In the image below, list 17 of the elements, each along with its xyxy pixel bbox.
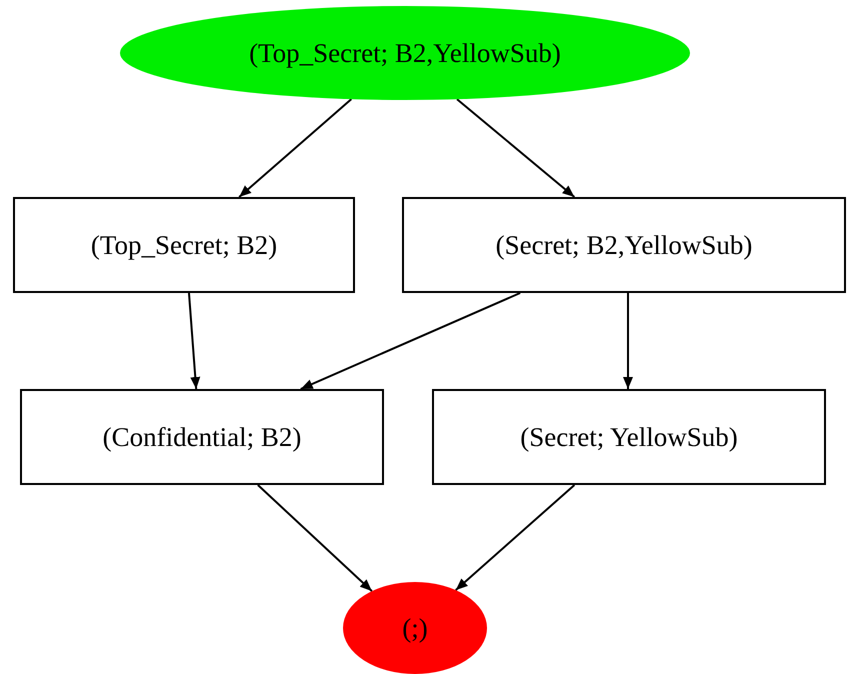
process-box [402,197,846,293]
node-label: (Confidential; B2) [102,422,302,452]
node-label: (Top_Secret; B2) [90,230,278,260]
node-label: (Top_Secret; B2,YellowSub) [249,38,561,68]
arrow [257,484,373,592]
arrow [188,292,200,390]
process-box [13,197,355,293]
arrow [623,293,633,389]
node-label: (;) [402,612,428,644]
process-box [432,389,826,485]
node-label: (Secret; B2,YellowSub) [496,230,752,260]
arrow [455,484,576,591]
process-box [20,389,384,485]
arrow [238,98,352,198]
arrow [300,292,521,390]
node-label: (Secret; YellowSub) [520,422,738,452]
arrow [456,98,576,198]
